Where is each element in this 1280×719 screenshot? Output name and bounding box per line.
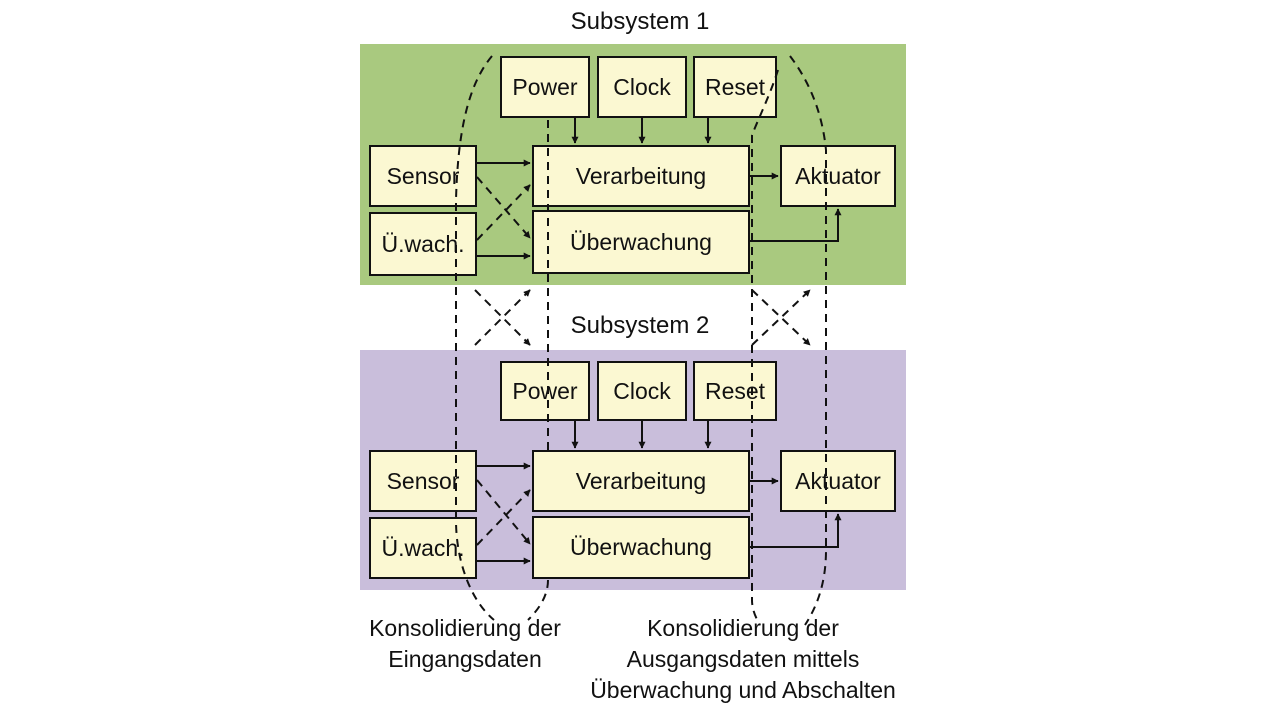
s1-monitoring-box: Überwachung (532, 210, 750, 274)
output-caption-line-2: Ausgangsdaten mittels (626, 646, 860, 672)
s2-monitoring-box: Überwachung (532, 516, 750, 579)
s2-monitoring-to-actuator-arrow (750, 513, 842, 548)
subsystem-2-title: Subsystem 2 (570, 312, 710, 339)
cross-input-down-dashed-arrow (474, 289, 531, 346)
output-consolidation-caption: Konsolidierung der Ausgangsdaten mittels… (588, 613, 898, 706)
input-caption-line-1: Konsolidierung der (369, 615, 561, 641)
cross-input-up-dashed-arrow (474, 289, 531, 346)
input-consolidation-caption: Konsolidierung der Eingangsdaten (355, 613, 575, 675)
s1-clock-box: Clock (597, 56, 687, 118)
s1-watch-to-processing-dashed-arrow (476, 184, 531, 241)
input-consolidation-left-boundary (455, 55, 495, 621)
s1-reset-box: Reset (693, 56, 777, 118)
s2-watch-box: Ü.wach. (369, 517, 477, 579)
s2-reset-box: Reset (693, 361, 777, 421)
s2-sensor-box: Sensor (369, 450, 477, 512)
s1-power-box: Power (500, 56, 590, 118)
s2-processing-box: Verarbeitung (532, 450, 750, 512)
s2-sensor-to-monitoring-dashed-arrow (476, 479, 531, 545)
cross-output-down-dashed-arrow (751, 289, 811, 346)
output-caption-line-1: Konsolidierung der (647, 615, 839, 641)
output-consolidation-right-boundary (789, 55, 827, 626)
s2-power-box: Power (500, 361, 590, 421)
input-consolidation-right-boundary (527, 120, 549, 621)
s2-clock-box: Clock (597, 361, 687, 421)
output-consolidation-left-boundary (751, 69, 779, 626)
input-caption-line-2: Eingangsdaten (388, 646, 542, 672)
cross-output-up-dashed-arrow (751, 289, 811, 346)
s1-processing-box: Verarbeitung (532, 145, 750, 207)
s1-actuator-box: Aktuator (780, 145, 896, 207)
subsystem-1-title: Subsystem 1 (570, 8, 710, 35)
s2-actuator-box: Aktuator (780, 450, 896, 512)
s1-monitoring-to-actuator-arrow (750, 208, 842, 242)
s1-sensor-to-monitoring-dashed-arrow (476, 176, 531, 239)
s1-watch-box: Ü.wach. (369, 212, 477, 276)
s1-sensor-box: Sensor (369, 145, 477, 207)
output-caption-line-3: Überwachung und Abschalten (590, 677, 896, 703)
s2-watch-to-processing-dashed-arrow (476, 489, 531, 546)
